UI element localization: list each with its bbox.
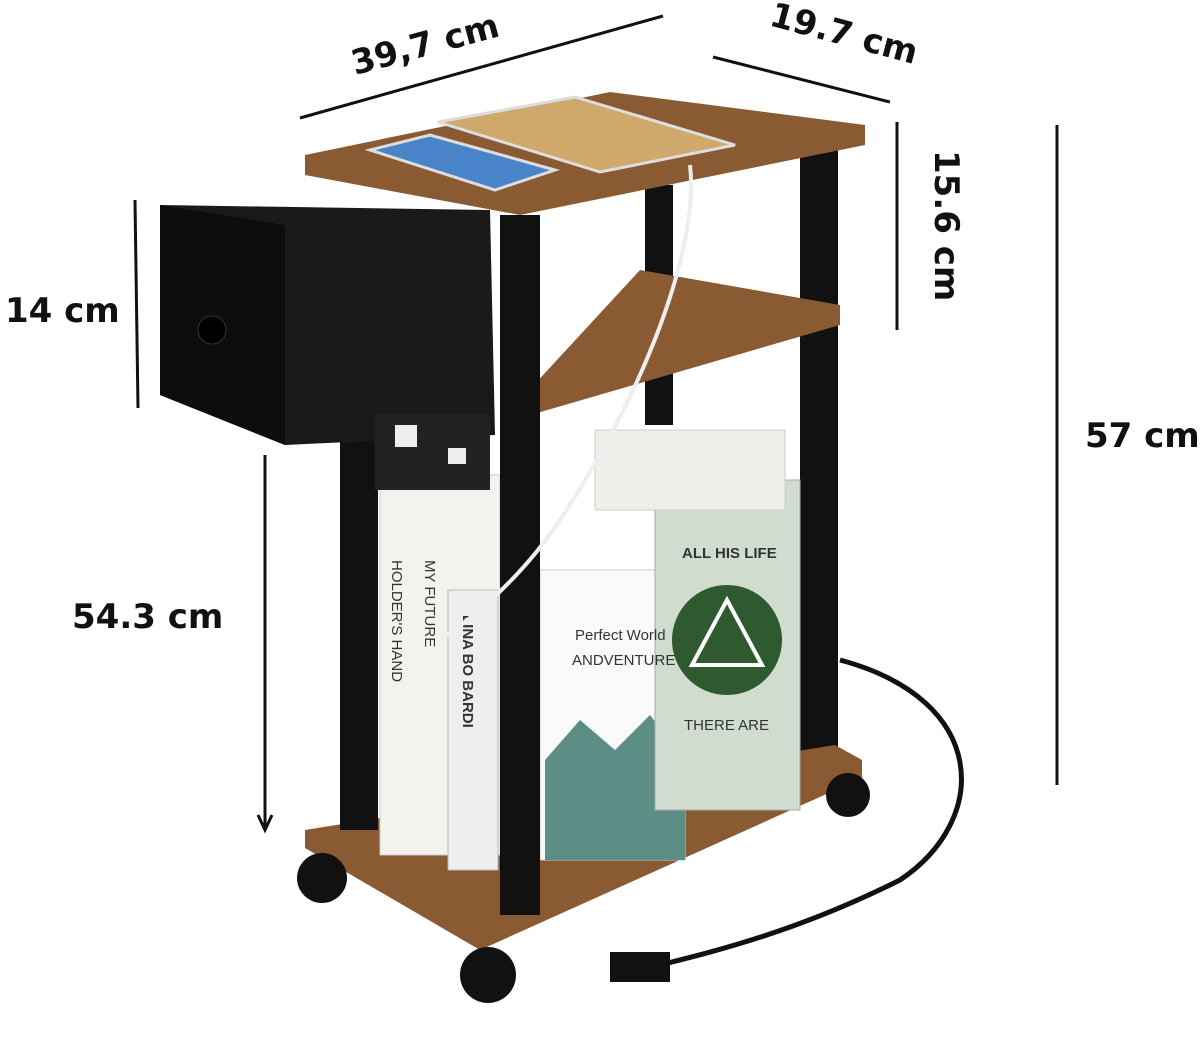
book-title: HOLDER'S HAND xyxy=(388,560,405,682)
width-label: 39,7 cm xyxy=(347,6,504,84)
power-cord xyxy=(659,657,964,968)
outlet-socket-icon xyxy=(395,425,417,447)
middle-shelf xyxy=(520,270,840,418)
right-leg xyxy=(800,140,838,780)
wheel xyxy=(297,853,347,903)
book-title: ALL HIS LIFE xyxy=(682,545,777,562)
total-height-label: 57 cm xyxy=(1085,416,1200,456)
plug-icon xyxy=(610,952,670,982)
drawer-height-line xyxy=(133,199,140,409)
book-box xyxy=(594,429,786,511)
top-gap-label: 15.6 cm xyxy=(926,150,966,301)
book-title: LINA BO BARDI xyxy=(459,615,476,728)
book-title: MY FUTURE xyxy=(421,560,438,647)
book-title: Perfect World xyxy=(575,627,666,644)
book-title: THERE ARE xyxy=(684,717,769,734)
forest-illustration xyxy=(545,715,685,860)
power-outlet xyxy=(375,415,490,490)
charging-cable xyxy=(438,164,693,642)
book-spine xyxy=(447,589,499,871)
arrow-head-icon xyxy=(256,814,274,834)
drawer-knob[interactable] xyxy=(197,315,227,345)
width-line xyxy=(299,14,664,120)
phone xyxy=(364,133,561,192)
drawer-height-label: 14 cm xyxy=(5,291,120,331)
wheel xyxy=(460,947,516,1003)
bottom-height-label: 54.3 cm xyxy=(72,597,223,637)
usb-port-icon xyxy=(448,448,466,464)
depth-line xyxy=(712,55,891,104)
wheel xyxy=(826,773,870,817)
triangle-logo xyxy=(688,595,766,667)
dimension-lines xyxy=(133,14,1059,834)
front-right-leg xyxy=(500,215,540,915)
leaf-illustration xyxy=(672,585,782,695)
book-title: ANDVENTURE xyxy=(572,652,675,669)
front-left-leg xyxy=(340,430,378,830)
tablet xyxy=(437,95,736,174)
depth-label: 19.7 cm xyxy=(766,0,923,73)
